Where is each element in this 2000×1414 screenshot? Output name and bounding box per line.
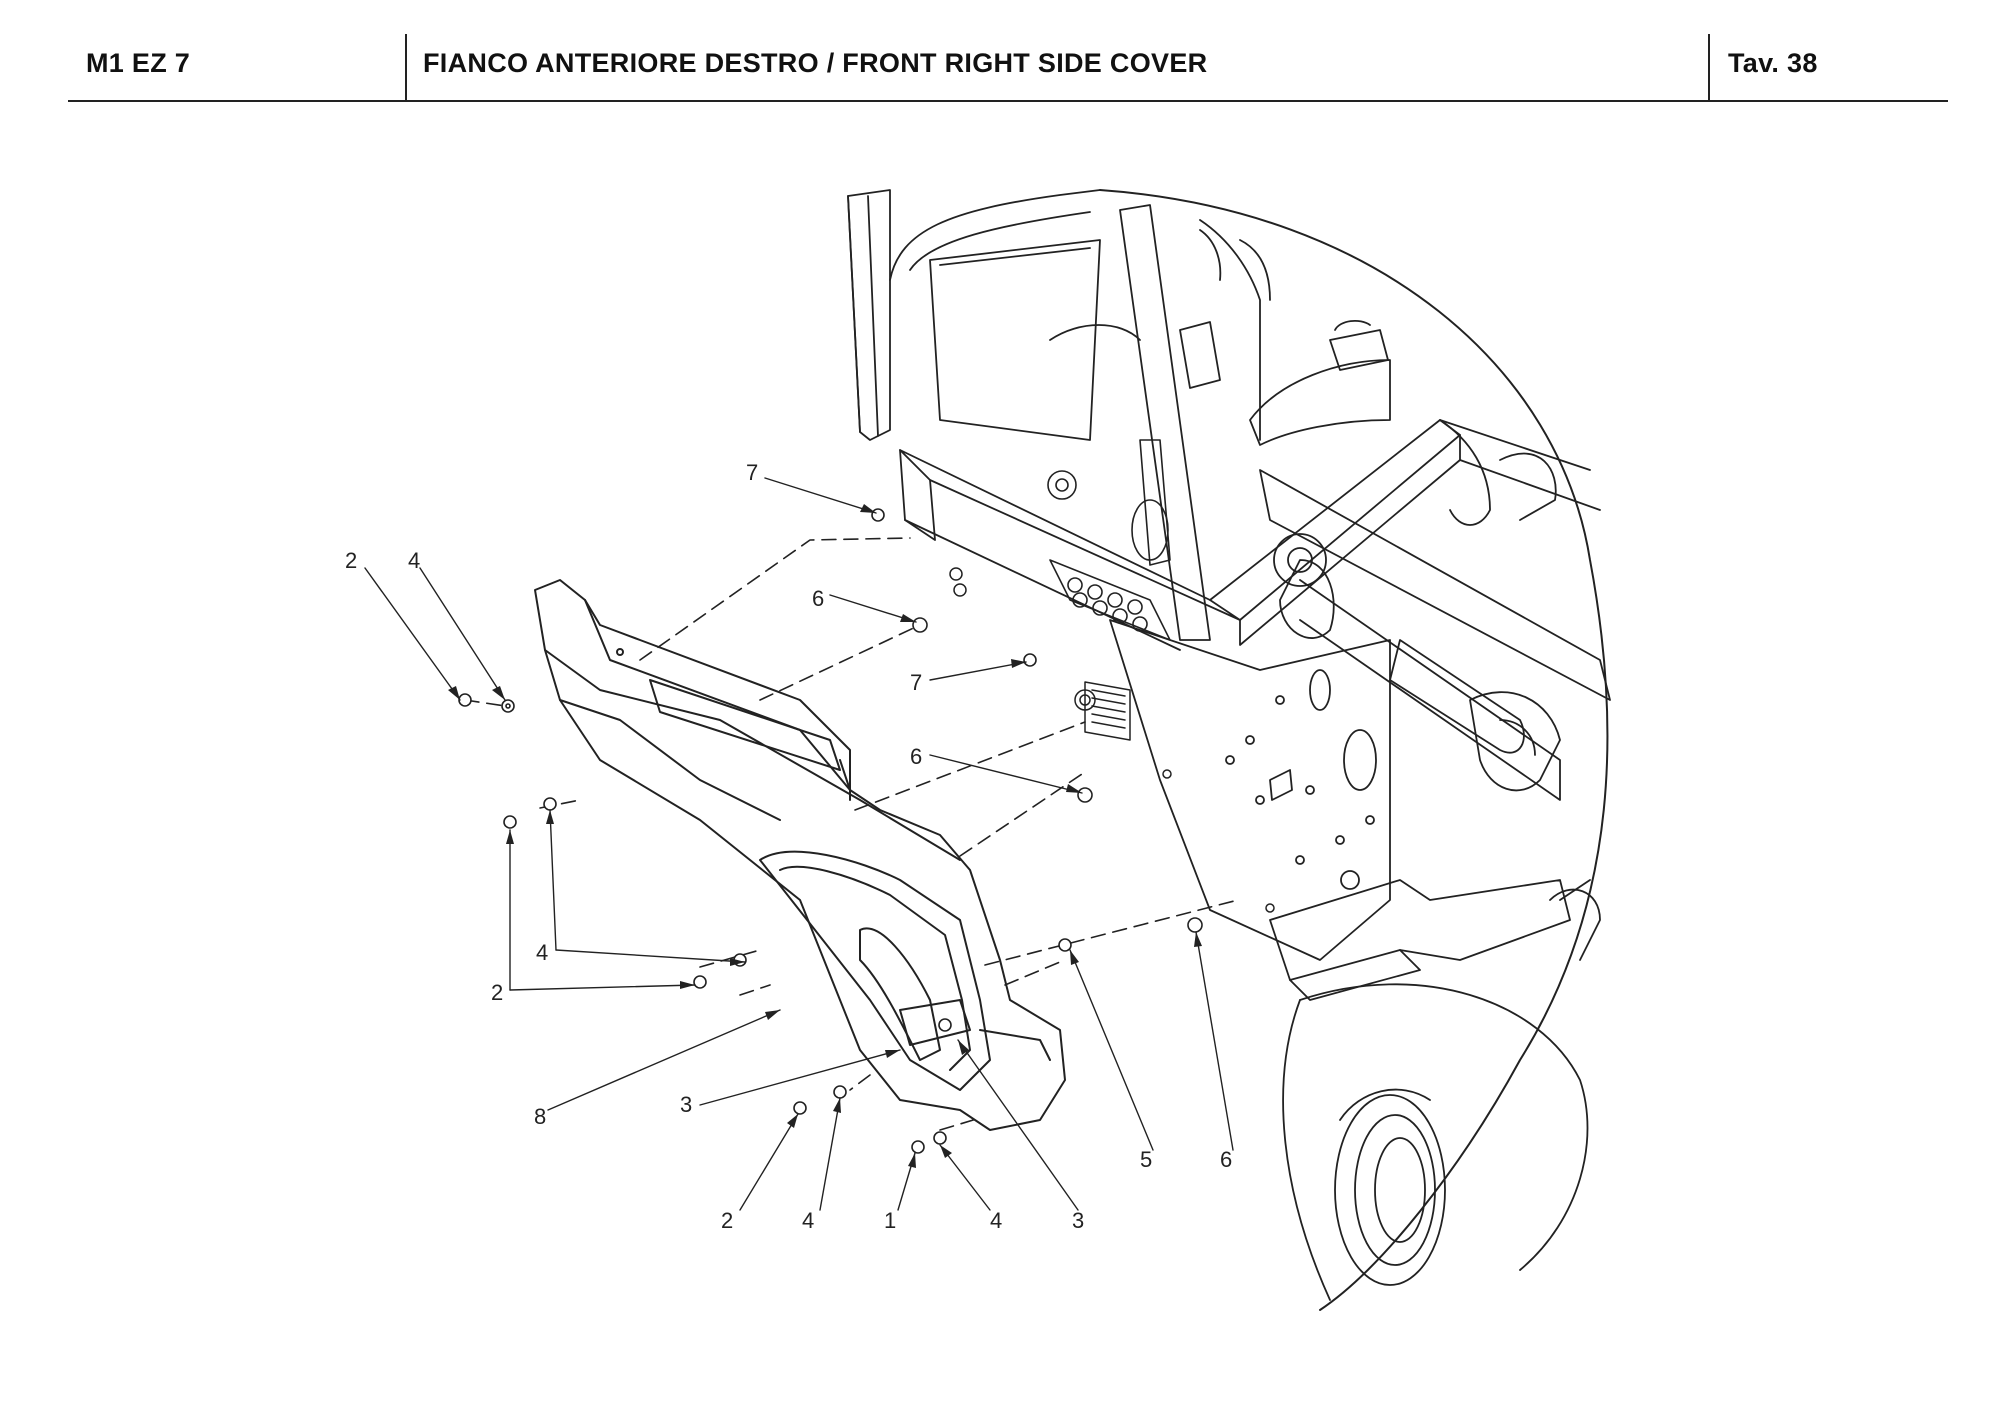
cover-cylinder-cutout <box>859 927 941 1061</box>
steering-wheel <box>1329 329 1389 371</box>
callout-1: 1 <box>884 1208 896 1233</box>
washer-icon <box>933 1131 947 1145</box>
clip-icon <box>938 1018 952 1032</box>
header-rule <box>68 100 1948 102</box>
title-divider-right <box>1708 34 1710 102</box>
cover-bracket <box>899 999 971 1046</box>
fasteners <box>458 508 1203 1154</box>
detail-circle-outline <box>1099 189 1609 1311</box>
front-crossbar <box>899 419 1601 651</box>
model-code: M1 EZ 7 <box>86 48 191 78</box>
callout-3: 3 <box>680 1092 692 1117</box>
screw-icon <box>458 693 472 707</box>
callout-4: 4 <box>408 548 420 573</box>
washer-icon <box>833 1085 847 1099</box>
callout-2: 2 <box>345 548 357 573</box>
joystick-and-valve <box>1047 439 1171 641</box>
callout-6: 6 <box>910 744 922 769</box>
chassis-fittings <box>949 567 1275 913</box>
front-wheel <box>1282 983 1589 1301</box>
washer-hole-icon <box>505 703 511 709</box>
callout-3: 3 <box>1072 1208 1084 1233</box>
cover-top-rail <box>649 679 841 771</box>
loader-boom <box>1259 419 1611 801</box>
title-block: M1 EZ 7 FIANCO ANTERIORE DESTRO / FRONT … <box>0 0 2000 110</box>
cab-window <box>929 239 1101 441</box>
title-divider-left <box>405 34 407 102</box>
cab-frame <box>847 189 1391 641</box>
screw-icon <box>693 975 707 989</box>
screw-icon <box>503 815 517 829</box>
machine-detail-view <box>847 189 1611 1311</box>
callout-6: 6 <box>1220 1147 1232 1172</box>
screw-icon <box>911 1140 925 1154</box>
side-cover-outline <box>534 579 1066 1131</box>
callout-labels: 2 4 7 6 7 6 4 2 8 3 2 4 1 4 3 5 6 <box>345 460 1232 1233</box>
callout-2: 2 <box>491 980 503 1005</box>
chassis-side-plate <box>1109 533 1391 961</box>
mudguard-bracket <box>1269 879 1601 1001</box>
nut-icon <box>1077 787 1093 803</box>
nut-icon <box>1023 653 1037 667</box>
callout-5: 5 <box>1140 1147 1152 1172</box>
callout-8: 8 <box>534 1104 546 1129</box>
hydraulic-cylinder <box>1389 639 1525 754</box>
screw-icon <box>793 1101 807 1115</box>
washer-icon <box>543 797 557 811</box>
callout-7: 7 <box>746 460 758 485</box>
nut-icon <box>912 617 928 633</box>
nut-icon <box>871 508 885 522</box>
callout-4: 4 <box>990 1208 1002 1233</box>
callout-2: 2 <box>721 1208 733 1233</box>
callout-7: 7 <box>910 670 922 695</box>
callout-arrowheads <box>448 504 1202 1168</box>
assembly-guide-lines <box>464 537 1239 1131</box>
page-title: FIANCO ANTERIORE DESTRO / FRONT RIGHT SI… <box>423 48 1208 78</box>
joystick-lever <box>1139 439 1171 566</box>
nut-icon <box>1187 917 1203 933</box>
callout-6: 6 <box>812 586 824 611</box>
callout-leader-lines <box>364 477 1234 1211</box>
callout-4: 4 <box>536 940 548 965</box>
cab-middle-post <box>1119 204 1211 641</box>
pivot-bracket <box>1279 559 1335 639</box>
side-cover-panel <box>534 579 1066 1131</box>
callout-4: 4 <box>802 1208 814 1233</box>
table-reference: Tav. 38 <box>1728 48 1818 78</box>
clip-icon <box>1058 938 1072 952</box>
service-grille <box>1084 681 1131 741</box>
